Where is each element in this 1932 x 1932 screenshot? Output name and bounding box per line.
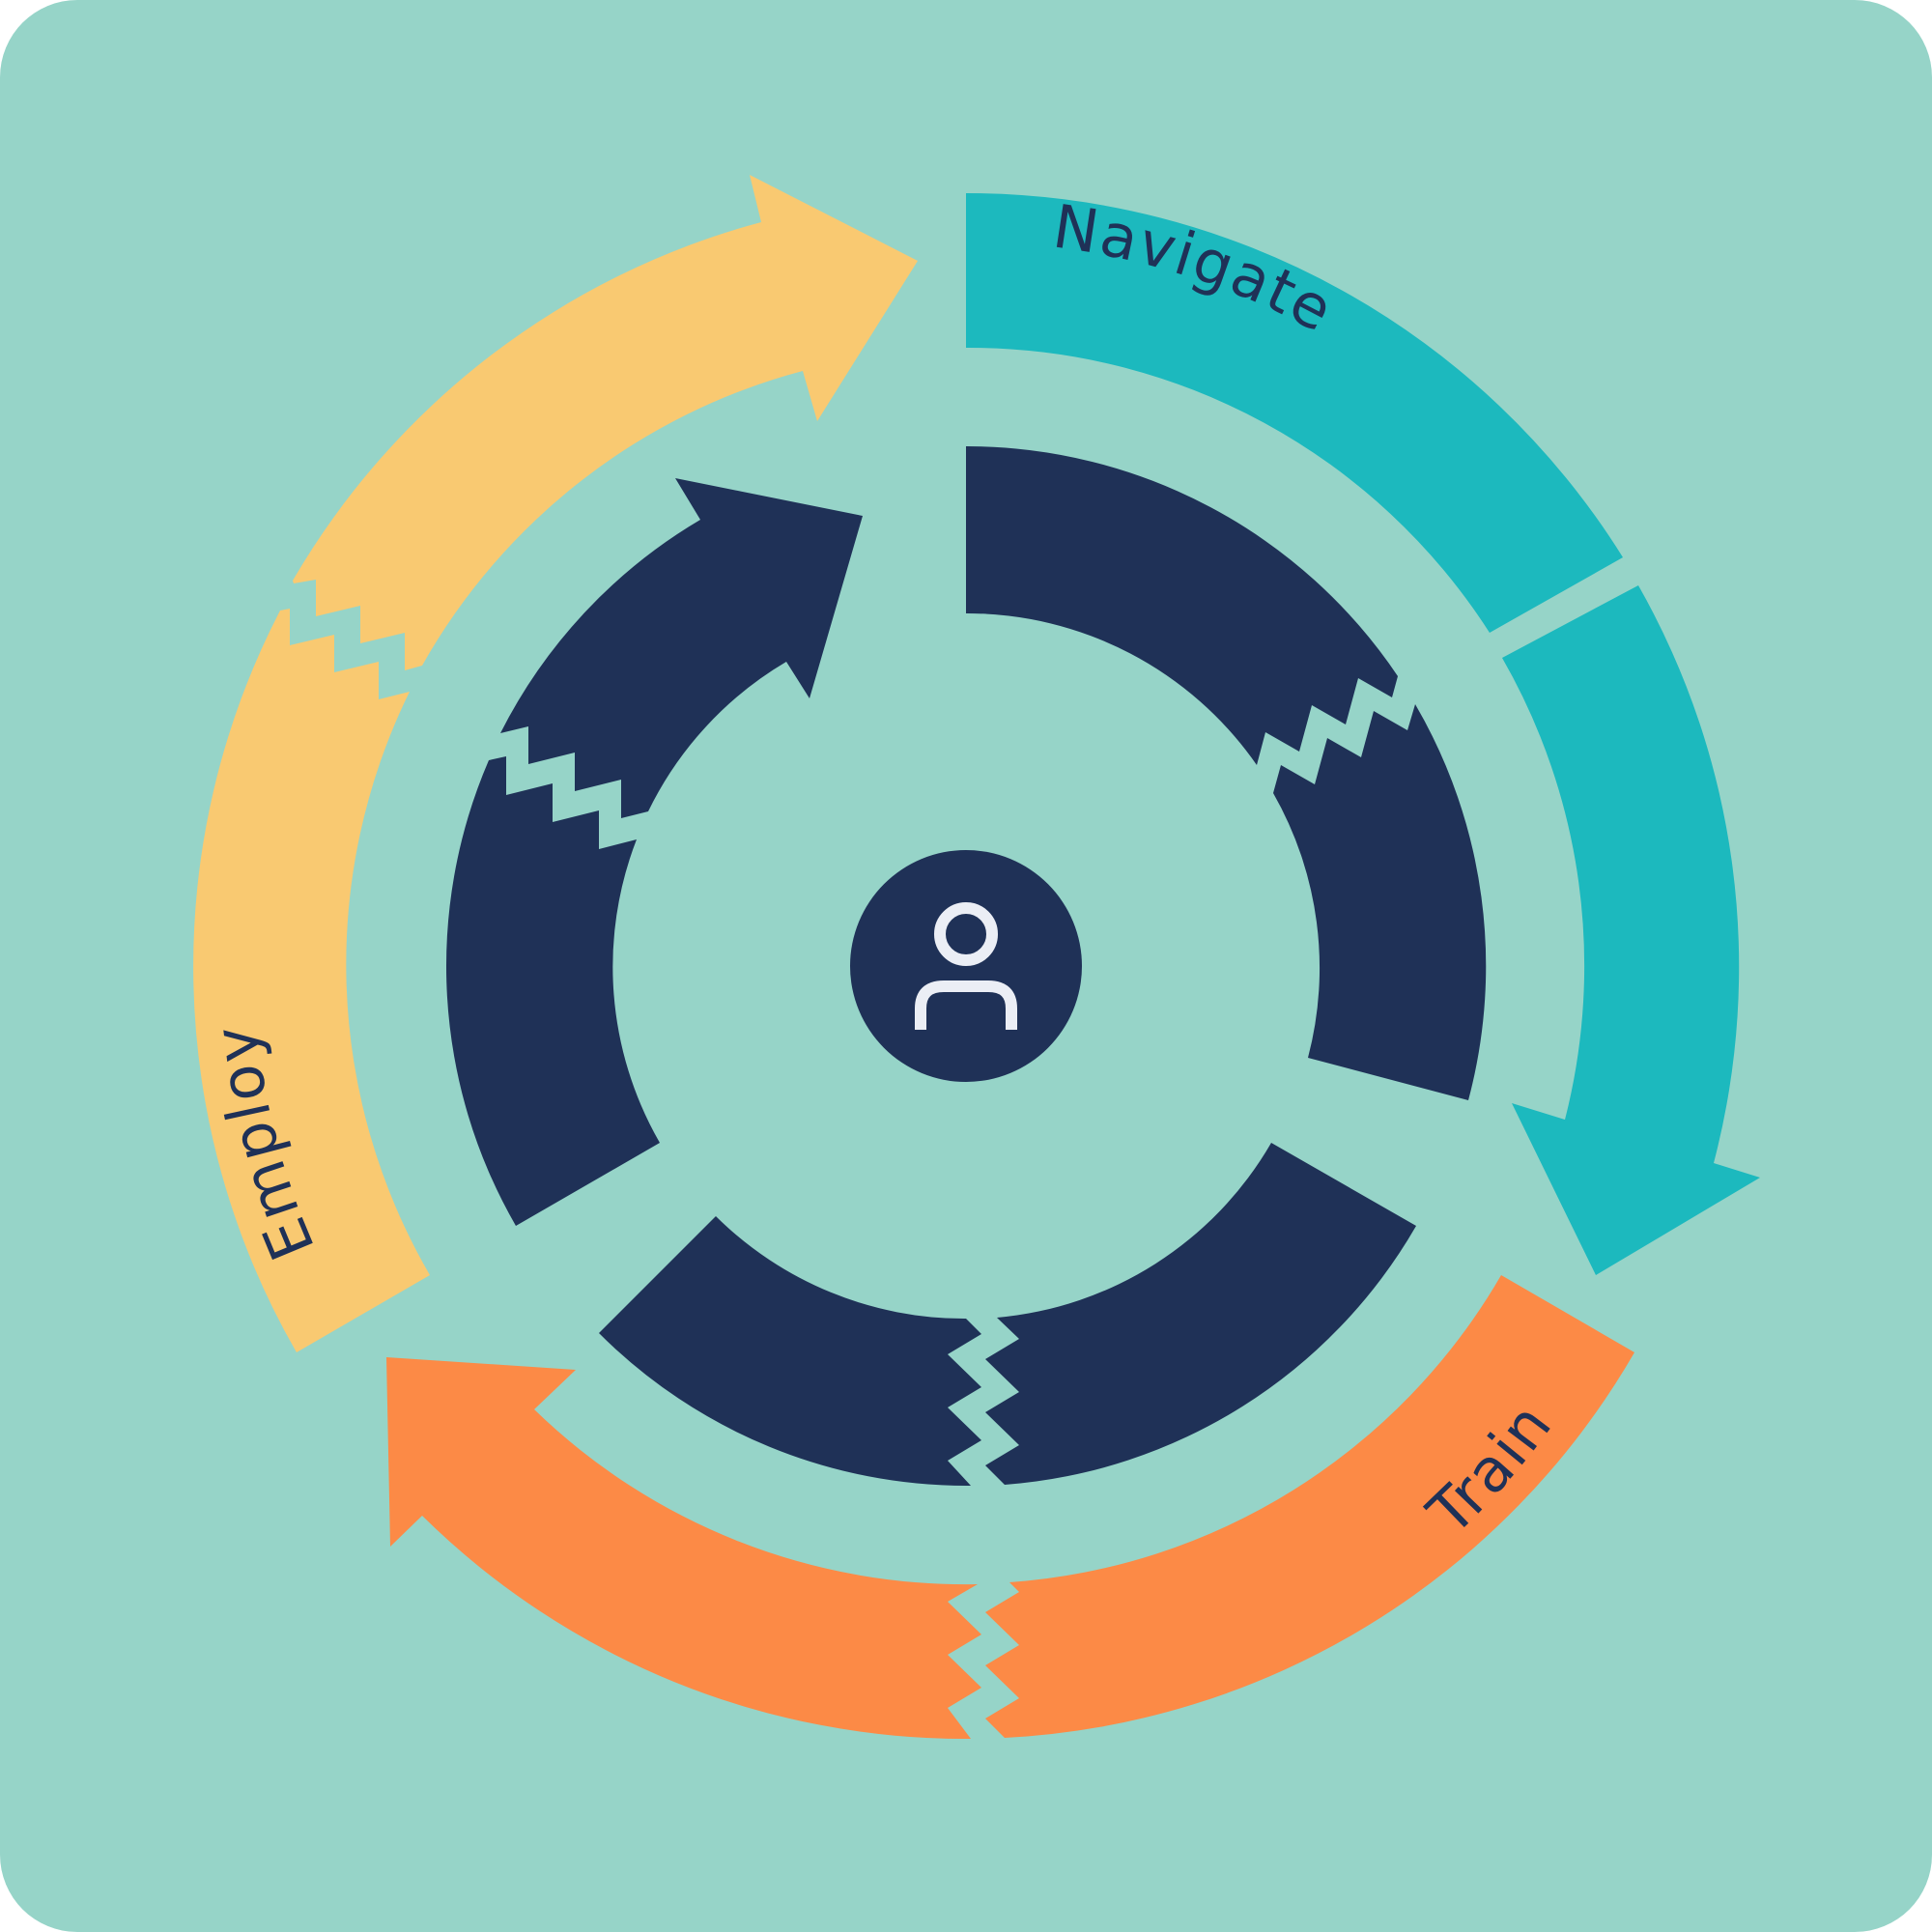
train-arrow xyxy=(386,1275,1634,1740)
inner-ring xyxy=(445,445,1487,1487)
navigate-arrow xyxy=(966,192,1760,1275)
person-icon xyxy=(915,902,1017,1030)
employ-arrow xyxy=(193,175,918,1352)
